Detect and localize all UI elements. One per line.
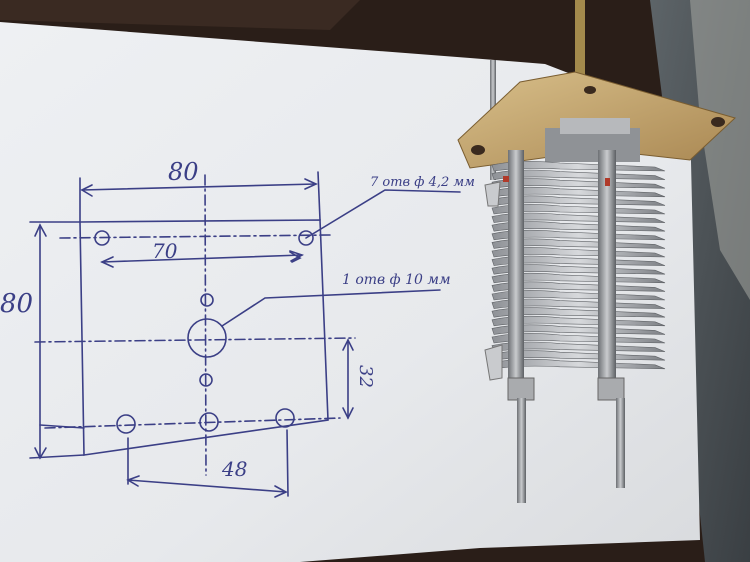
ext-line — [29, 454, 85, 459]
bottom-hole-line — [44, 417, 341, 429]
ext-line — [286, 429, 289, 497]
arrow — [342, 338, 354, 351]
note-center-hole: 1 отв ф 10 мм — [342, 272, 451, 288]
dim-line-top — [81, 183, 317, 191]
horizontal-centerline — [34, 337, 356, 343]
stator-rod — [508, 150, 524, 380]
bushing-top — [560, 118, 630, 134]
hand-sketch — [29, 171, 461, 498]
red-mark — [503, 176, 509, 182]
solder-lug — [484, 344, 503, 381]
shadow-area — [0, 0, 360, 30]
arrow — [34, 223, 47, 237]
small-hole — [275, 408, 295, 428]
small-hole — [298, 230, 314, 246]
plate-hole — [711, 117, 725, 127]
cloth-light-fold — [690, 0, 750, 300]
arrow — [274, 485, 288, 498]
plate-hole — [584, 86, 596, 94]
arrow — [100, 256, 114, 268]
threaded-rod-bottom — [517, 398, 526, 503]
threaded-rod-bottom — [616, 398, 625, 488]
dim-line-70 — [101, 254, 303, 263]
small-hole — [94, 230, 110, 246]
arrow — [80, 184, 93, 197]
leader-center-hole — [221, 289, 441, 327]
edge-line — [39, 424, 85, 429]
arrow — [304, 178, 318, 190]
nut — [507, 377, 535, 401]
red-mark — [605, 178, 610, 186]
vertical-centerline — [204, 174, 207, 476]
arrow — [342, 407, 354, 420]
dim-hole-spacing-label: 70 — [152, 239, 178, 263]
solder-lug — [484, 181, 501, 207]
top-hole-line — [59, 234, 331, 239]
note-small-holes: 7 отв ф 4,2 мм — [370, 175, 475, 190]
arrow — [289, 250, 304, 262]
dim-side-offset-label: 32 — [355, 365, 376, 388]
brass-shaft — [575, 0, 585, 95]
dim-line-48 — [127, 479, 287, 493]
center-hole — [187, 318, 227, 358]
dim-left-height-label: 80 — [0, 289, 33, 319]
rotor-rod — [598, 150, 616, 380]
dim-bottom-spacing-label: 48 — [221, 457, 247, 481]
variable-capacitor — [457, 0, 736, 503]
leader-small-holes — [305, 189, 461, 239]
plate-hole — [471, 145, 485, 155]
small-hole — [199, 373, 213, 387]
dim-top-width-label: 80 — [168, 158, 199, 186]
leader-hook — [289, 251, 302, 263]
small-hole — [199, 412, 219, 432]
ext-line — [317, 171, 321, 221]
small-hole — [116, 414, 136, 434]
plate-outline — [79, 219, 329, 456]
small-hole — [200, 293, 214, 307]
nut — [597, 377, 625, 401]
